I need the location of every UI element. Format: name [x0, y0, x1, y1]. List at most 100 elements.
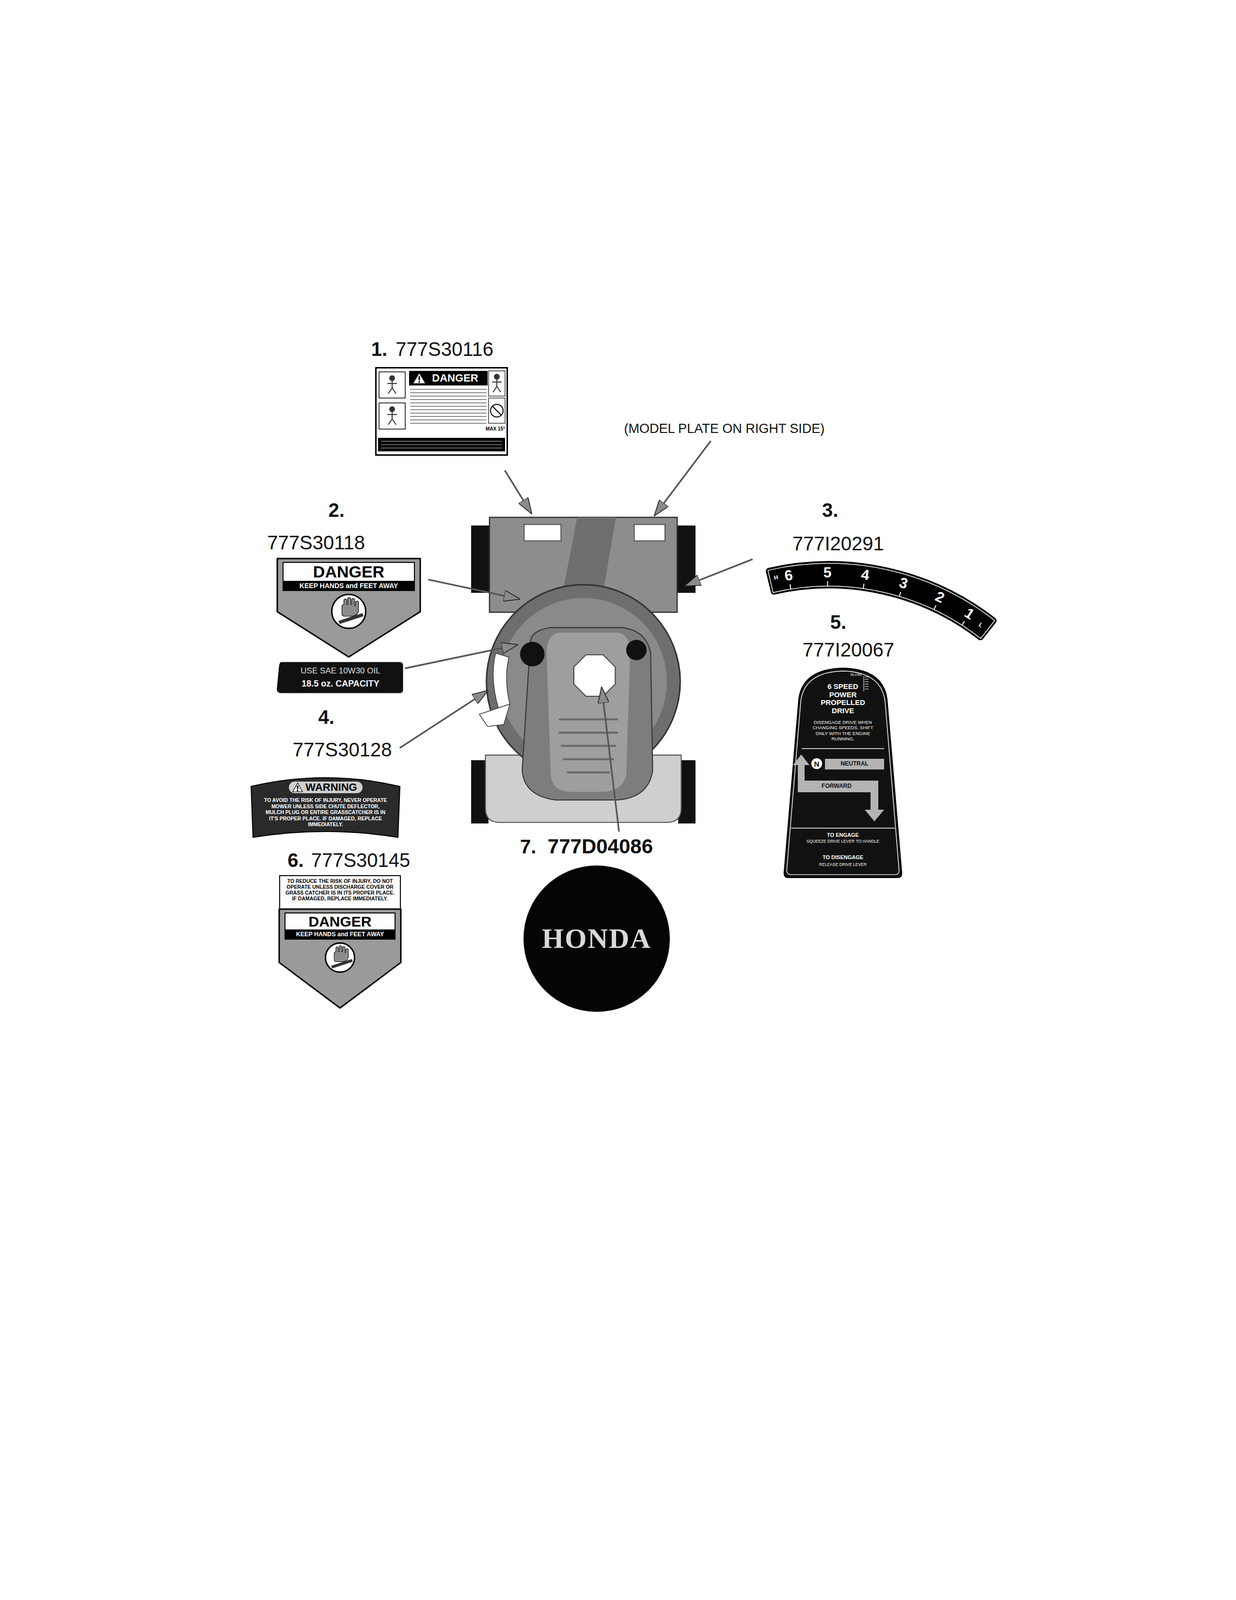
- divider: [801, 747, 885, 749]
- speed-tick: [899, 591, 902, 597]
- fine-print: [410, 395, 487, 397]
- danger-instruction: KEEP HANDS and FEET AWAY: [296, 930, 385, 938]
- prohibit-ring: [490, 404, 504, 417]
- oil-decal: USE SAE 10W30 OIL18.5 oz. CAPACITY: [276, 662, 403, 693]
- decal-border: [376, 367, 508, 456]
- engine-top: [546, 632, 631, 792]
- neutral-letter: N: [814, 759, 820, 768]
- decal-spot: [523, 524, 561, 541]
- speed-scale: [864, 683, 869, 685]
- fine-print: [410, 412, 487, 414]
- speed-band-inline: [767, 563, 995, 639]
- safety-icon: [379, 371, 406, 398]
- divider: [791, 827, 895, 829]
- side-chute: [492, 652, 510, 710]
- danger-panel: [283, 562, 415, 591]
- speed-arc: [766, 561, 997, 640]
- side-chute: [479, 703, 510, 727]
- alert-mark: [297, 789, 299, 792]
- danger-panel: [285, 912, 396, 939]
- danger-instruction: KEEP HANDS and FEET AWAY: [299, 581, 398, 590]
- safety-icon: [379, 402, 406, 429]
- leader-line: [685, 558, 753, 586]
- forward-arrow: [870, 780, 879, 811]
- callout-number: 7.: [520, 834, 537, 858]
- drive-title: 6 SPEED POWER PROPELLED DRIVE: [818, 682, 868, 715]
- speed-tick: [962, 620, 965, 625]
- logo-text: HONDA: [541, 922, 652, 955]
- part-number: 777I20291: [792, 531, 885, 555]
- slow-mark: SLOW: [850, 672, 862, 677]
- speed-scale: [863, 675, 865, 692]
- warning-panel: [279, 875, 401, 909]
- prohibit-slash: [492, 406, 502, 415]
- safety-icon: [488, 370, 506, 397]
- drive-decal: N SLOW 6 SPEED POWER PROPELLED DRIVE DISENG…: [783, 665, 903, 878]
- forward-bar: [797, 780, 879, 793]
- callout-number: 3.: [822, 498, 839, 522]
- oil-spec: USE SAE 10W30 OIL: [300, 665, 381, 676]
- neutral-arrow-head: [792, 754, 810, 765]
- model-plate-spot: [634, 524, 666, 541]
- warning-body: TO AVOID THE RISK OF INJURY, NEVER OPERA…: [263, 796, 388, 828]
- hand-icon-ring: [332, 594, 366, 629]
- speed-band: [766, 561, 997, 640]
- engage-heading: TO ENGAGE: [826, 831, 859, 839]
- hand-icon: [338, 597, 364, 625]
- leader-line: [601, 687, 619, 832]
- speed-scale: [864, 686, 869, 687]
- part-number: 777S30116: [395, 337, 494, 361]
- fine-print: [380, 440, 503, 442]
- forward-text: FORWARD: [821, 782, 852, 790]
- figure-head: [494, 374, 500, 380]
- safety-icon: [488, 397, 506, 424]
- danger-band: [283, 580, 415, 591]
- safety-figure: [387, 406, 397, 425]
- danger-band: [285, 929, 396, 939]
- part-number: 777S30118: [267, 530, 365, 555]
- slope-limit: MAX 15°: [485, 426, 506, 432]
- disengage-heading: TO DISENGAGE: [822, 854, 864, 861]
- leader-lines: [399, 440, 753, 832]
- speed-number: 5: [823, 564, 832, 582]
- mower-body: [471, 517, 696, 824]
- fine-print: [410, 419, 487, 421]
- fine-print: [410, 409, 487, 411]
- speed-tick: [863, 583, 864, 589]
- figure-head: [389, 375, 395, 381]
- part-number: 777I20067: [802, 637, 895, 662]
- leader-line: [399, 690, 488, 748]
- oil-cap: [520, 641, 545, 667]
- warning-decal: [251, 777, 400, 838]
- alert-mark: [297, 785, 299, 789]
- danger-decal: DANGER MAX 15°: [375, 366, 508, 456]
- danger-heading: DANGER: [431, 371, 478, 384]
- speed-tick: [934, 604, 936, 610]
- speed-tick: [826, 581, 828, 587]
- neutral-text: NEUTRAL: [840, 760, 869, 768]
- hand: [334, 945, 349, 962]
- safety-figure: [491, 374, 502, 393]
- alert-triangle: [292, 782, 303, 792]
- shield-outline: [279, 908, 401, 1008]
- fine-print: [410, 405, 487, 407]
- callout-number: 1.: [371, 337, 388, 361]
- speed-scale: [864, 676, 869, 678]
- forward-arrow-head: [864, 809, 885, 822]
- drive-note: DISENGAGE DRIVE WHEN CHANGING SPEEDS. SH…: [808, 719, 877, 742]
- callout-number: 5.: [830, 610, 847, 634]
- warning-decal: TO AVOID THE RISK OF INJURY, NEVER OPERA…: [251, 769, 400, 840]
- figure-body: [387, 411, 397, 425]
- fine-print: [410, 415, 487, 417]
- fine-print: [410, 422, 487, 424]
- disengage-note: RELEASE DRIVE LEVER: [819, 862, 867, 868]
- fine-print: [410, 398, 487, 400]
- fine-print: [410, 392, 487, 394]
- callout-number: 2.: [328, 498, 345, 522]
- leader-line: [404, 644, 517, 668]
- speed-tick: [790, 584, 792, 589]
- engine-cap: [573, 654, 616, 697]
- instruction-strip: [378, 437, 506, 452]
